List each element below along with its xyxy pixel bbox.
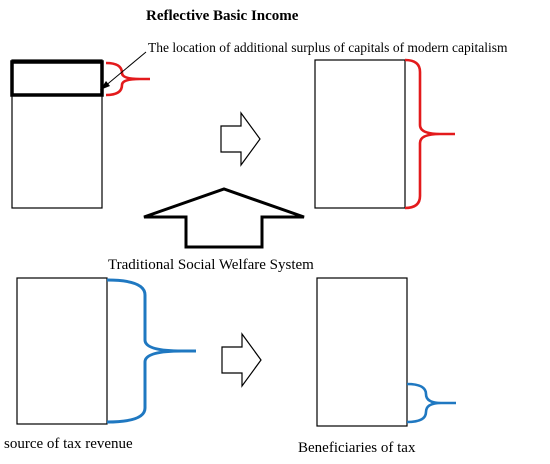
surplus-red-bracket-large <box>404 58 455 210</box>
tax-source-label: source of tax revenue <box>4 436 133 452</box>
surplus-strip <box>10 60 104 97</box>
pointer-arrow-icon <box>100 51 147 90</box>
diagram-title: Reflective Basic Income <box>146 8 299 24</box>
tax-beneficiaries-label: Beneficiaries of tax <box>298 440 416 456</box>
surplus-red-bracket-small <box>105 61 150 97</box>
right-arrow-icon-bottom <box>221 332 262 388</box>
right-arrow-icon-top <box>220 111 261 167</box>
bottom-right-beneficiary-box <box>316 277 408 427</box>
bottom-left-tax-box <box>16 277 108 425</box>
top-left-capital-box <box>10 59 104 209</box>
tax-blue-bracket-large <box>106 278 196 424</box>
top-right-capital-box <box>314 59 406 209</box>
up-arrow-icon <box>143 187 305 249</box>
traditional-welfare-label: Traditional Social Welfare System <box>108 257 314 273</box>
surplus-location-note: The location of additional surplus of ca… <box>148 40 508 55</box>
top-left-box-body <box>11 59 103 209</box>
tax-blue-bracket-small <box>406 382 456 424</box>
